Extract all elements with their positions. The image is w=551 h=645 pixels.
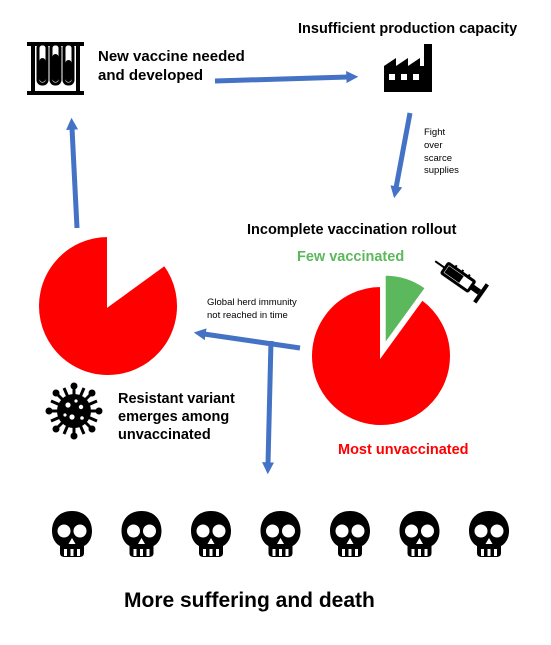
fight-label: Fight over scarce supplies — [424, 127, 459, 178]
few-vaccinated-label: Few vaccinated — [297, 249, 405, 265]
herd-immunity-label: Global herd immunity not reached in time — [207, 297, 297, 323]
outcome-title: More suffering and death — [124, 589, 375, 612]
fight-line-4: supplies — [424, 165, 459, 177]
virus-icon — [45, 382, 103, 440]
fight-line-2: over — [424, 139, 443, 151]
skull-icon — [191, 511, 231, 557]
node-production: Insufficient production capacity — [298, 21, 518, 37]
skull-icon — [330, 511, 370, 557]
variant-line-3: unvaccinated — [118, 427, 211, 444]
pie-slice-1 — [310, 284, 452, 427]
node-rollout: Incomplete vaccination rollout — [247, 222, 457, 238]
arrows — [66, 71, 413, 475]
skull-icon — [469, 511, 509, 557]
herd-immunity-line-2: not reached in time — [207, 309, 288, 321]
arrow-variant-to-vaccine — [66, 117, 80, 229]
node-resistant-variant: Resistant variant emerges among unvaccin… — [118, 390, 235, 444]
test-tubes-icon — [27, 42, 84, 95]
arrow-rollout-to-variant — [193, 328, 301, 351]
skull-icon — [399, 511, 440, 557]
pie-slice-0 — [107, 234, 167, 308]
skull-row — [52, 511, 509, 557]
skull-icon — [121, 511, 162, 557]
factory-icon — [384, 44, 432, 92]
variant-line-2: emerges among — [118, 409, 230, 426]
node-new-vaccine: New vaccine needed and developed — [98, 48, 245, 86]
pie-chart-vaccination — [310, 273, 452, 427]
new-vaccine-line-2: and developed — [98, 66, 204, 84]
pie-chart-variant — [37, 234, 179, 377]
fight-line-1: Fight — [424, 127, 446, 138]
skull-icon — [260, 511, 301, 557]
most-unvaccinated-label: Most unvaccinated — [338, 442, 469, 458]
arrow-vaccine-to-factory — [214, 71, 359, 84]
variant-line-1: Resistant variant — [118, 391, 235, 407]
pie-slice-1 — [37, 234, 179, 377]
skull-icon — [52, 511, 92, 557]
herd-immunity-line-1: Global herd immunity — [207, 297, 297, 308]
arrow-factory-to-rollout — [390, 112, 413, 199]
syringe-icon — [434, 260, 490, 304]
new-vaccine-line-1: New vaccine needed — [98, 48, 245, 65]
arrow-to-skulls — [262, 340, 275, 475]
pie-slice-0 — [383, 273, 428, 348]
fight-line-3: scarce — [424, 152, 452, 164]
